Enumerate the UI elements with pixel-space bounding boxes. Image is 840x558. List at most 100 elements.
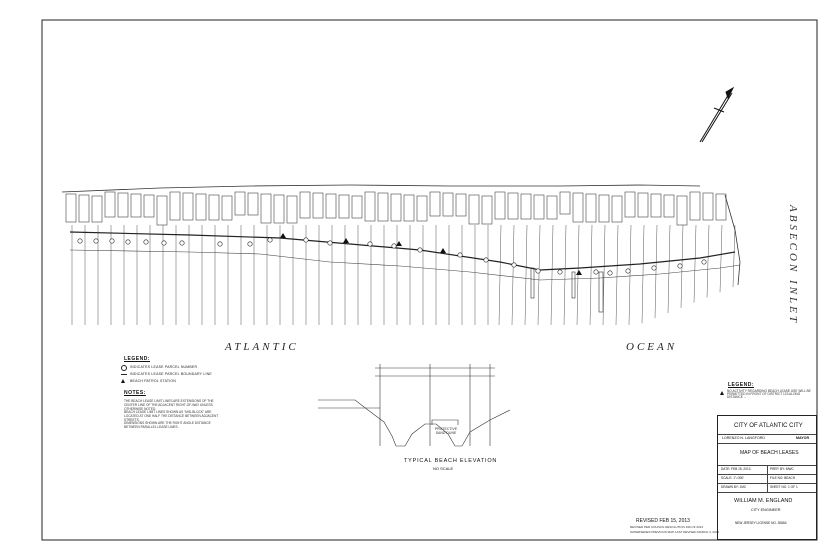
- lease-limit-line: [732, 224, 736, 288]
- lease-limit-line: [602, 224, 606, 326]
- title-block: CITY OF ATLANTIC CITY LORENZO N. LANGFOR…: [717, 415, 817, 540]
- lease-limit-line: [615, 224, 619, 326]
- mayor-name: LORENZO N. LANGFORD: [722, 436, 765, 440]
- city-block: [286, 195, 298, 224]
- parcel-marker: [303, 237, 309, 243]
- parcel-marker: [391, 243, 397, 249]
- city-block: [364, 191, 376, 222]
- parcel-marker: [77, 238, 83, 244]
- lease-limit-line: [589, 224, 593, 326]
- city-block: [91, 195, 103, 223]
- patrol-station-marker: [343, 238, 349, 243]
- lease-lines: [71, 224, 736, 326]
- city-block: [715, 193, 727, 221]
- parcel-marker: [143, 239, 149, 245]
- city-block: [182, 192, 194, 221]
- city-name: CITY OF ATLANTIC CITY: [734, 423, 803, 429]
- city-block: [559, 191, 571, 215]
- date-field: DATE: FEB 15, 2013: [721, 467, 751, 471]
- drawn-by-field: DRAWN BY: JMC: [721, 485, 747, 489]
- legend-item-label: INDICATES LEASE PARCEL NUMBER: [130, 365, 198, 369]
- dune-label: PROTECTIVE SAND DUNE: [434, 427, 458, 435]
- lease-limit-line: [654, 224, 658, 319]
- parcel-marker: [367, 241, 373, 247]
- inlet-edge: [724, 194, 741, 286]
- city-block: [247, 192, 259, 216]
- parcel-marker: [93, 238, 99, 244]
- city-block: [585, 193, 597, 223]
- parcel-markers: [77, 237, 707, 276]
- parcel-marker: [535, 268, 541, 274]
- section-profile: [318, 399, 511, 447]
- city-block: [624, 191, 636, 218]
- city-block: [702, 192, 714, 221]
- sheet-border: [41, 19, 818, 541]
- city-block: [351, 195, 363, 219]
- city-block: [572, 192, 584, 223]
- legend-line-icon: [121, 374, 127, 375]
- parcel-marker: [457, 252, 463, 258]
- patrol-station-marker: [396, 241, 402, 246]
- city-block: [416, 195, 428, 222]
- parcel-marker: [125, 239, 131, 245]
- map-title: MAP OF BEACH LEASES: [740, 450, 799, 456]
- license-number: NEW JERSEY LICENSE NO. 30864: [735, 521, 787, 525]
- city-block: [221, 195, 233, 221]
- parcel-marker: [677, 263, 683, 269]
- scale-field: SCALE: 1"=300': [721, 476, 744, 480]
- pier: [598, 271, 604, 313]
- city-block: [273, 194, 285, 224]
- pier: [530, 267, 535, 299]
- city-block: [676, 195, 688, 226]
- city-block: [65, 193, 77, 223]
- city-block: [429, 191, 441, 217]
- piers: [530, 267, 604, 313]
- lease-limit-line: [719, 224, 723, 293]
- section-subtitle: NO SCALE: [433, 466, 454, 471]
- lease-limit-line: [537, 224, 541, 326]
- city-block: [208, 194, 220, 221]
- lease-limit-line: [550, 224, 554, 326]
- patrol-station-marker: [280, 233, 286, 238]
- shoreline: [69, 249, 741, 281]
- lease-limit-line: [667, 224, 671, 314]
- legend-triangle-icon: [121, 379, 125, 383]
- lease-limit-line: [693, 224, 697, 303]
- lease-limit-line: [706, 224, 710, 298]
- city-block: [143, 194, 155, 218]
- parcel-marker: [217, 241, 223, 247]
- city-block: [169, 191, 181, 221]
- city-block: [325, 193, 337, 219]
- legend-right-triangle: [720, 391, 724, 395]
- beach-section: [318, 364, 511, 447]
- lease-limit-line: [641, 224, 645, 324]
- city-block: [650, 193, 662, 218]
- parcel-marker: [511, 262, 517, 268]
- patrol-station-marker: [576, 270, 582, 275]
- engineer-name: WILLIAM M. ENGLAND: [734, 498, 793, 504]
- parcel-marker: [701, 259, 707, 265]
- patrol-station-marker: [440, 248, 446, 253]
- city-block: [520, 193, 532, 220]
- legend-right-text: NO ACTIVITY REGARDING BEACH LEASE USE WI…: [727, 389, 811, 400]
- title-block-divider: [767, 465, 768, 492]
- note-item: DIMENSIONS SHOWN ARE THE RIGHT ANGLE DIS…: [124, 421, 211, 429]
- parcel-marker: [109, 238, 115, 244]
- upper-boundary: [61, 184, 701, 193]
- parcel-marker: [593, 269, 599, 275]
- lease-limit-line: [563, 224, 567, 326]
- parcel-marker: [651, 265, 657, 271]
- engineer-title: CITY ENGINEER: [751, 508, 781, 512]
- city-block: [117, 192, 129, 218]
- revised-line-1: REVISED PER COUNCIL RESOLUTION 199 OF 20…: [630, 525, 704, 529]
- city-block: [234, 191, 246, 216]
- pier: [571, 271, 576, 299]
- city-block: [507, 192, 519, 220]
- legend-right-title: LEGEND:: [728, 382, 754, 388]
- city-block: [546, 195, 558, 220]
- city-blocks: [65, 191, 727, 226]
- city-block: [104, 191, 116, 218]
- city-block: [663, 194, 675, 218]
- city-block: [403, 194, 415, 222]
